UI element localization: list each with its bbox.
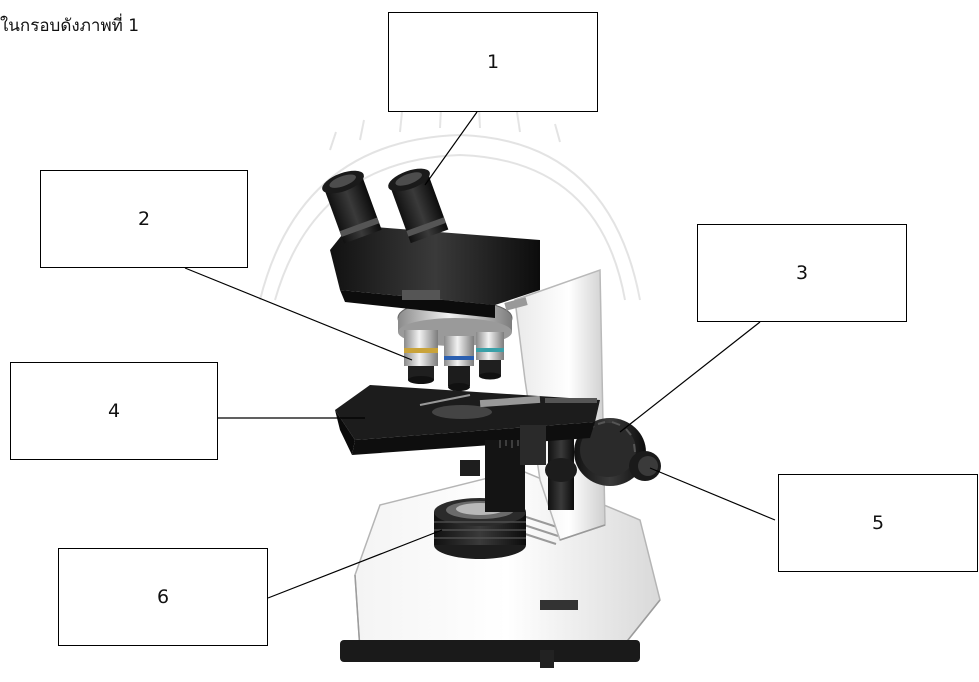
label-number: 3 [795, 262, 809, 284]
label-box-4: 4 [10, 362, 218, 460]
eyepieces [322, 168, 449, 244]
focus-knobs [545, 418, 661, 510]
figure-caption: ในกรอบดังภาพที่ 1 [0, 16, 140, 36]
label-box-6: 6 [58, 548, 268, 646]
leader-lines [184, 111, 776, 599]
label-box-5: 5 [778, 474, 978, 572]
label-number: 5 [871, 512, 885, 534]
label-box-1: 1 [388, 12, 598, 112]
label-box-3: 3 [697, 224, 907, 322]
label-number: 6 [156, 586, 170, 608]
microscope-stage [335, 385, 600, 512]
label-number: 1 [486, 51, 500, 73]
label-number: 4 [107, 400, 121, 422]
label-number: 2 [137, 208, 151, 230]
microscope-head [330, 225, 540, 318]
label-box-2: 2 [40, 170, 248, 268]
